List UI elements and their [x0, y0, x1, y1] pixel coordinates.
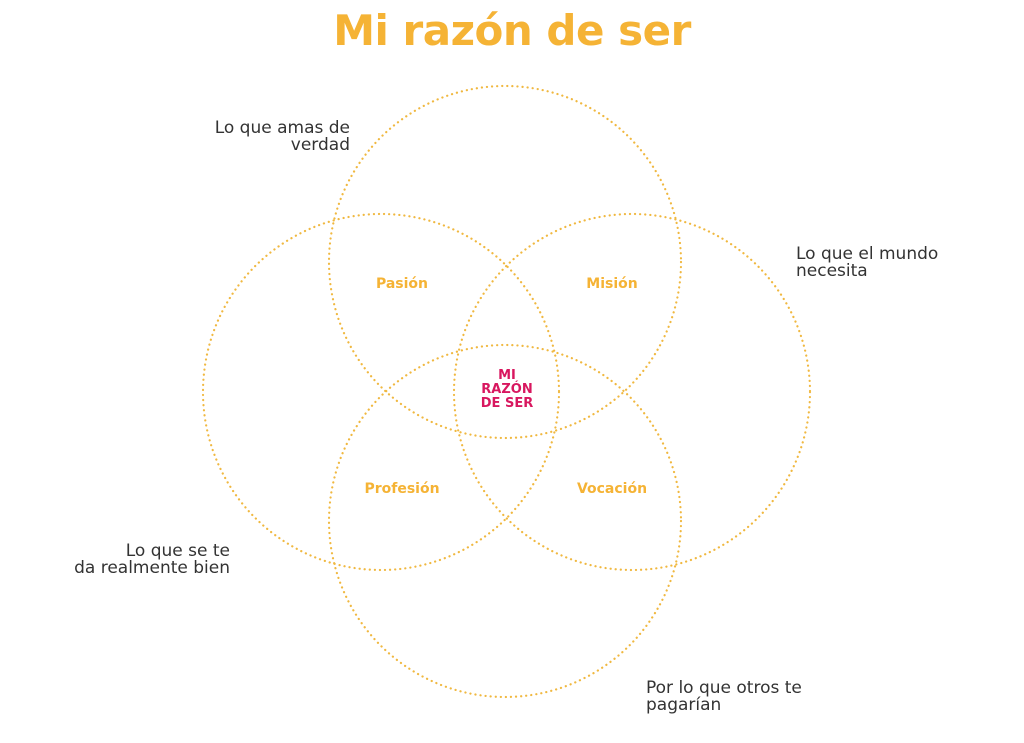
label-lo-que-amas: Lo que amas de verdad	[214, 118, 350, 155]
circle-por-lo-que-te-pagarian	[327, 343, 683, 699]
circle-lo-que-amas	[327, 84, 683, 440]
label-por-lo-que-te-pagarian: Por lo que otros te pagarían	[646, 678, 802, 715]
page-title: Mi razón de ser	[333, 6, 691, 55]
circle-lo-que-se-te-da-bien	[201, 212, 561, 572]
region-vocacion: Vocación	[576, 481, 648, 497]
label-lo-que-el-mundo-necesita: Lo que el mundo necesita	[796, 244, 939, 281]
label-lo-que-se-te-da-bien: Lo que se te da realmente bien	[74, 541, 230, 578]
region-profesion: Profesión	[364, 481, 440, 497]
circle-lo-que-el-mundo-necesita	[452, 212, 812, 572]
region-pasion: Pasión	[375, 276, 429, 292]
center-mi-razon-de-ser: MI RAZÓN DE SER	[480, 368, 534, 411]
region-mision: Misión	[586, 276, 638, 292]
